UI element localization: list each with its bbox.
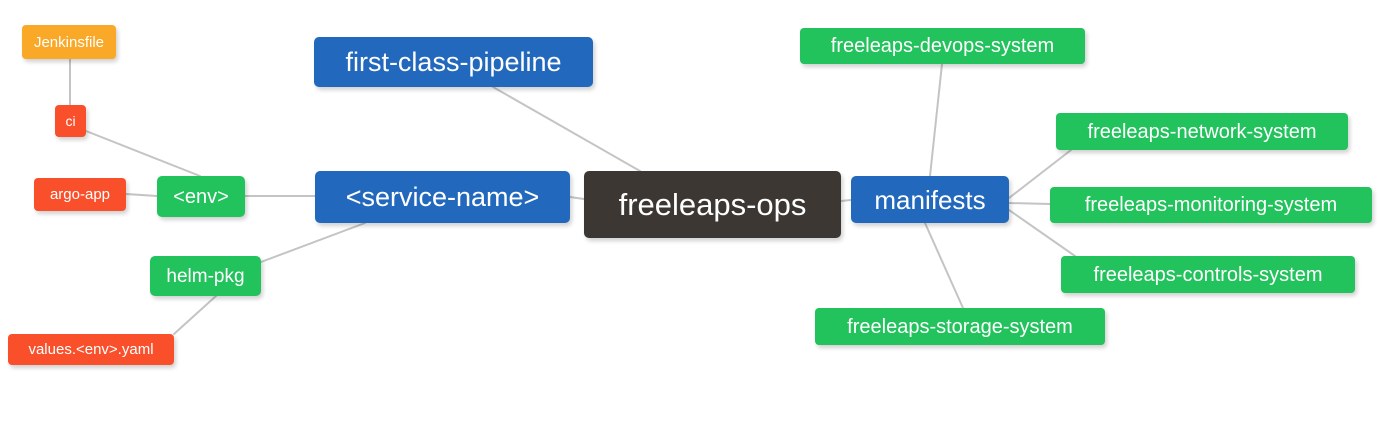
- edge-first-class-pipeline-to-freeleaps-ops: [492, 86, 641, 172]
- node-label-freeleaps-network-system: freeleaps-network-system: [1087, 120, 1317, 143]
- node-jenkinsfile[interactable]: Jenkinsfile: [22, 25, 116, 59]
- node-freeleaps-network-system[interactable]: freeleaps-network-system: [1056, 113, 1348, 150]
- node-helm-pkg[interactable]: helm-pkg: [150, 256, 261, 296]
- edge-argo-app-to-env: [125, 193, 158, 197]
- node-label-service-name: <service-name>: [345, 181, 540, 212]
- node-label-helm-pkg: helm-pkg: [166, 265, 245, 287]
- edge-manifests-to-freeleaps-storage-system: [924, 222, 964, 309]
- node-freeleaps-ops[interactable]: freeleaps-ops: [584, 171, 841, 238]
- edge-ci-to-env: [85, 130, 201, 177]
- node-argo-app[interactable]: argo-app: [34, 178, 126, 211]
- node-label-first-class-pipeline: first-class-pipeline: [345, 46, 562, 77]
- node-label-values-yaml: values.<env>.yaml: [28, 341, 154, 358]
- edge-manifests-to-freeleaps-devops-system: [929, 63, 943, 177]
- node-label-freeleaps-storage-system: freeleaps-storage-system: [847, 315, 1073, 338]
- node-manifests[interactable]: manifests: [851, 176, 1009, 223]
- node-label-freeleaps-devops-system: freeleaps-devops-system: [830, 35, 1055, 57]
- edge-helm-pkg-to-service-name: [260, 222, 366, 263]
- edge-manifests-to-freeleaps-monitoring-system: [1008, 202, 1051, 205]
- node-label-manifests: manifests: [874, 184, 986, 215]
- node-env[interactable]: <env>: [157, 176, 245, 217]
- node-label-argo-app: argo-app: [49, 186, 111, 203]
- edge-values-yaml-to-helm-pkg: [173, 295, 217, 335]
- node-label-freeleaps-monitoring-system: freeleaps-monitoring-system: [1084, 194, 1338, 216]
- node-freeleaps-storage-system[interactable]: freeleaps-storage-system: [815, 308, 1105, 345]
- node-freeleaps-devops-system[interactable]: freeleaps-devops-system: [800, 28, 1085, 64]
- edge-service-name-to-freeleaps-ops: [569, 196, 585, 200]
- node-label-jenkinsfile: Jenkinsfile: [33, 33, 105, 51]
- node-freeleaps-controls-system[interactable]: freeleaps-controls-system: [1061, 256, 1355, 293]
- edge-freeleaps-ops-to-manifests: [840, 199, 852, 202]
- node-freeleaps-monitoring-system[interactable]: freeleaps-monitoring-system: [1050, 187, 1372, 223]
- node-label-ci: ci: [65, 113, 76, 129]
- node-values-yaml[interactable]: values.<env>.yaml: [8, 334, 174, 365]
- node-service-name[interactable]: <service-name>: [315, 171, 570, 223]
- node-ci[interactable]: ci: [55, 105, 86, 137]
- node-label-freeleaps-ops: freeleaps-ops: [618, 187, 807, 222]
- node-first-class-pipeline[interactable]: first-class-pipeline: [314, 37, 593, 87]
- node-label-freeleaps-controls-system: freeleaps-controls-system: [1093, 263, 1323, 286]
- node-label-env: <env>: [173, 185, 229, 208]
